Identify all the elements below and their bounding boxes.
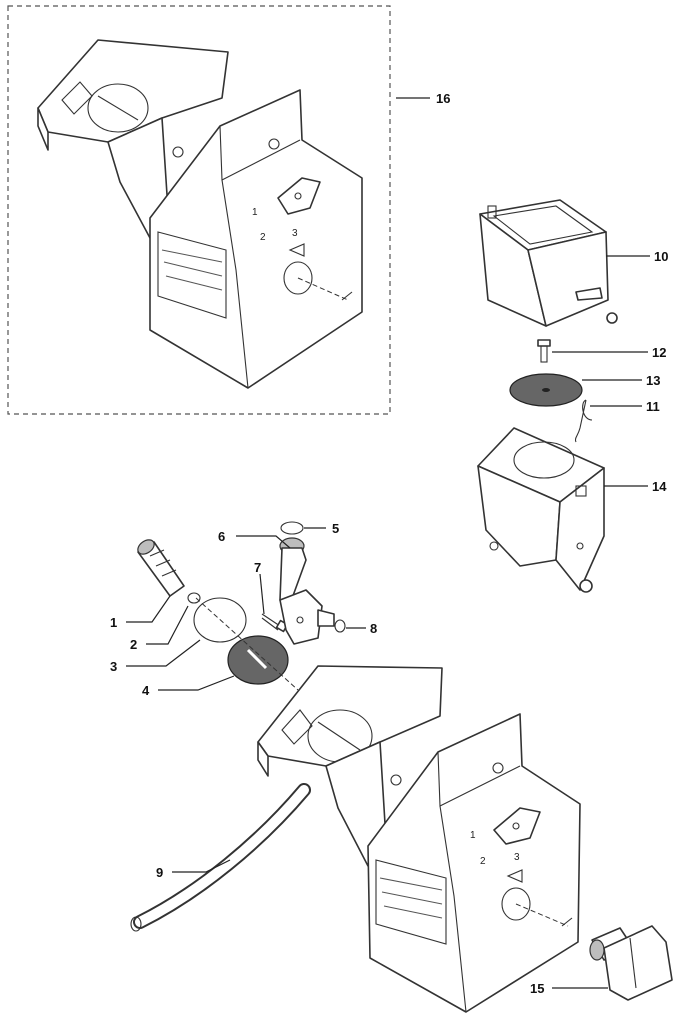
callout-1: 1 xyxy=(110,615,117,630)
callout-8: 8 xyxy=(370,621,377,636)
part-1-pin xyxy=(137,539,185,597)
part-14-lower-hopper xyxy=(477,427,605,593)
mark-1-lower: 1 xyxy=(470,830,476,841)
callout-5: 5 xyxy=(332,521,339,536)
callout-15: 15 xyxy=(530,981,544,996)
callout-6: 6 xyxy=(218,529,225,544)
part-10-hopper xyxy=(479,199,618,327)
part-15-knob xyxy=(589,925,673,1001)
callout-13: 13 xyxy=(646,373,660,388)
leader-lines xyxy=(126,97,650,989)
assembly-axis xyxy=(195,597,299,691)
mark-3-lower: 3 xyxy=(514,852,520,863)
callout-16: 16 xyxy=(436,91,450,106)
mark-2-upper: 2 xyxy=(260,232,266,243)
callout-11: 11 xyxy=(646,399,660,414)
part-9-tube xyxy=(130,783,311,932)
callout-10: 10 xyxy=(654,249,668,264)
housing-assembly-16 xyxy=(37,39,363,389)
part-8-o-ring xyxy=(334,619,346,633)
mark-3-upper: 3 xyxy=(292,228,298,239)
callout-9: 9 xyxy=(156,865,163,880)
assembly-16-dashed-frame xyxy=(7,5,391,415)
callout-12: 12 xyxy=(652,345,666,360)
part-11-clip xyxy=(574,399,593,443)
part-3-o-ring-large xyxy=(193,597,247,643)
callout-2: 2 xyxy=(130,637,137,652)
part-6-lever-arm xyxy=(279,537,335,645)
mark-2-lower: 2 xyxy=(480,856,486,867)
callout-7: 7 xyxy=(254,560,261,575)
part-5-o-ring xyxy=(280,521,304,535)
part-12-screw xyxy=(537,339,551,363)
part-2-o-ring-small xyxy=(187,592,201,604)
callout-14: 14 xyxy=(652,479,667,494)
callout-4: 4 xyxy=(142,683,150,698)
callout-3: 3 xyxy=(110,659,117,674)
mark-1-upper: 1 xyxy=(252,207,258,218)
main-housing xyxy=(257,665,581,1013)
